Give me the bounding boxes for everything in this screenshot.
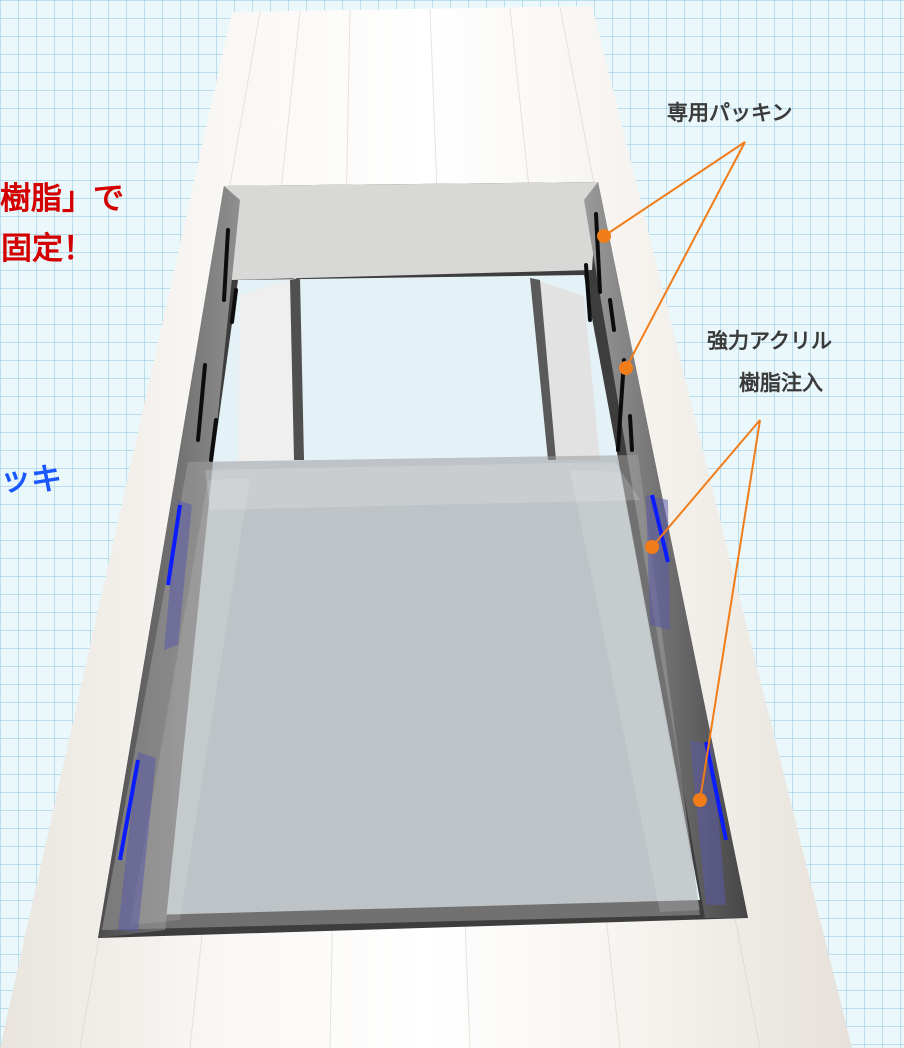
leader-dots xyxy=(597,229,707,807)
pillar-right-shade xyxy=(530,278,556,460)
heading-red-line2: 固定！ xyxy=(1,231,94,267)
heading-blue: ッキ xyxy=(0,462,62,498)
pillar-left-shade xyxy=(290,278,304,460)
leader-resin-2 xyxy=(699,419,761,801)
leader-packing-2 xyxy=(625,141,746,369)
leader-resin-1 xyxy=(651,419,761,548)
heading-red-line1: 樹脂」で xyxy=(0,181,124,217)
callout-packing: 専用パッキン xyxy=(667,101,793,125)
leader-dot xyxy=(619,361,633,375)
callout-resin-line1: 強力アクリル xyxy=(707,329,832,353)
leader-dot xyxy=(597,229,611,243)
glass-pane-highlight xyxy=(205,462,640,510)
glass-inner-band-left xyxy=(130,478,250,925)
resin-channel-right-upper xyxy=(646,494,670,630)
leader-dot xyxy=(693,793,707,807)
packing-strips xyxy=(196,212,634,462)
glass-pane xyxy=(102,455,700,930)
leader-packing-1 xyxy=(603,141,746,237)
leader-lines xyxy=(603,141,761,801)
glass-inner-band-right xyxy=(570,470,700,912)
pillar-left xyxy=(238,278,300,462)
opening-top-wall xyxy=(224,182,598,280)
resin-channel-right-lower xyxy=(690,740,728,905)
resin-channel-left-upper xyxy=(164,500,192,650)
leader-dot xyxy=(645,540,659,554)
resin-channel-left-lower xyxy=(118,752,156,932)
callout-resin-line2: 樹脂注入 xyxy=(739,371,823,395)
